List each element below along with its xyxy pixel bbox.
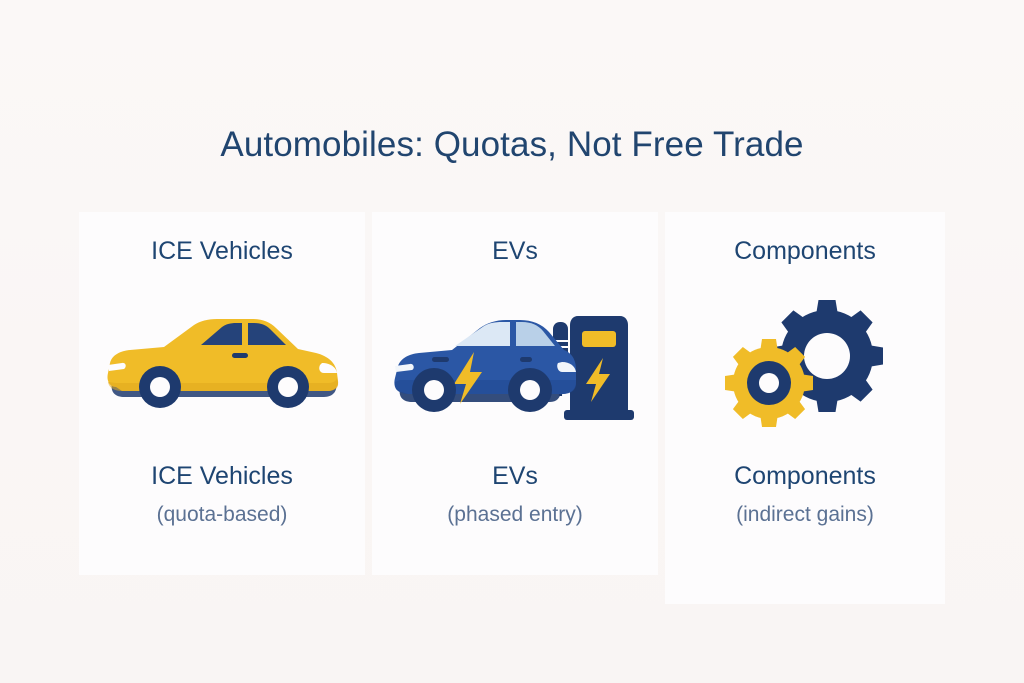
icon-zone-components — [665, 288, 945, 438]
card-label-components: Components — [734, 462, 876, 490]
page-title: Automobiles: Quotas, Not Free Trade — [220, 125, 804, 164]
yellow-sedan-car-icon — [107, 319, 339, 408]
card-header-ice-vehicles: ICE Vehicles — [151, 237, 293, 265]
card-group: ICE Vehicles — [79, 212, 945, 604]
blue-electric-car-charging-station-icon — [394, 316, 634, 420]
card-caption-evs: (phased entry) — [447, 503, 583, 526]
icon-zone-evs — [372, 288, 658, 438]
card-label-evs: EVs — [492, 462, 538, 490]
card-evs[interactable]: EVs — [372, 212, 658, 575]
card-ice-vehicles[interactable]: ICE Vehicles — [79, 212, 365, 575]
card-caption-ice-vehicles: (quota-based) — [156, 503, 288, 526]
card-components[interactable]: Components — [665, 212, 945, 604]
card-caption-components: (indirect gains) — [736, 503, 874, 526]
card-header-evs: EVs — [492, 237, 538, 265]
card-header-components: Components — [734, 237, 876, 265]
icon-zone-ice-vehicles — [79, 288, 365, 438]
card-label-ice-vehicles: ICE Vehicles — [151, 462, 293, 490]
two-gears-icon — [725, 300, 883, 427]
